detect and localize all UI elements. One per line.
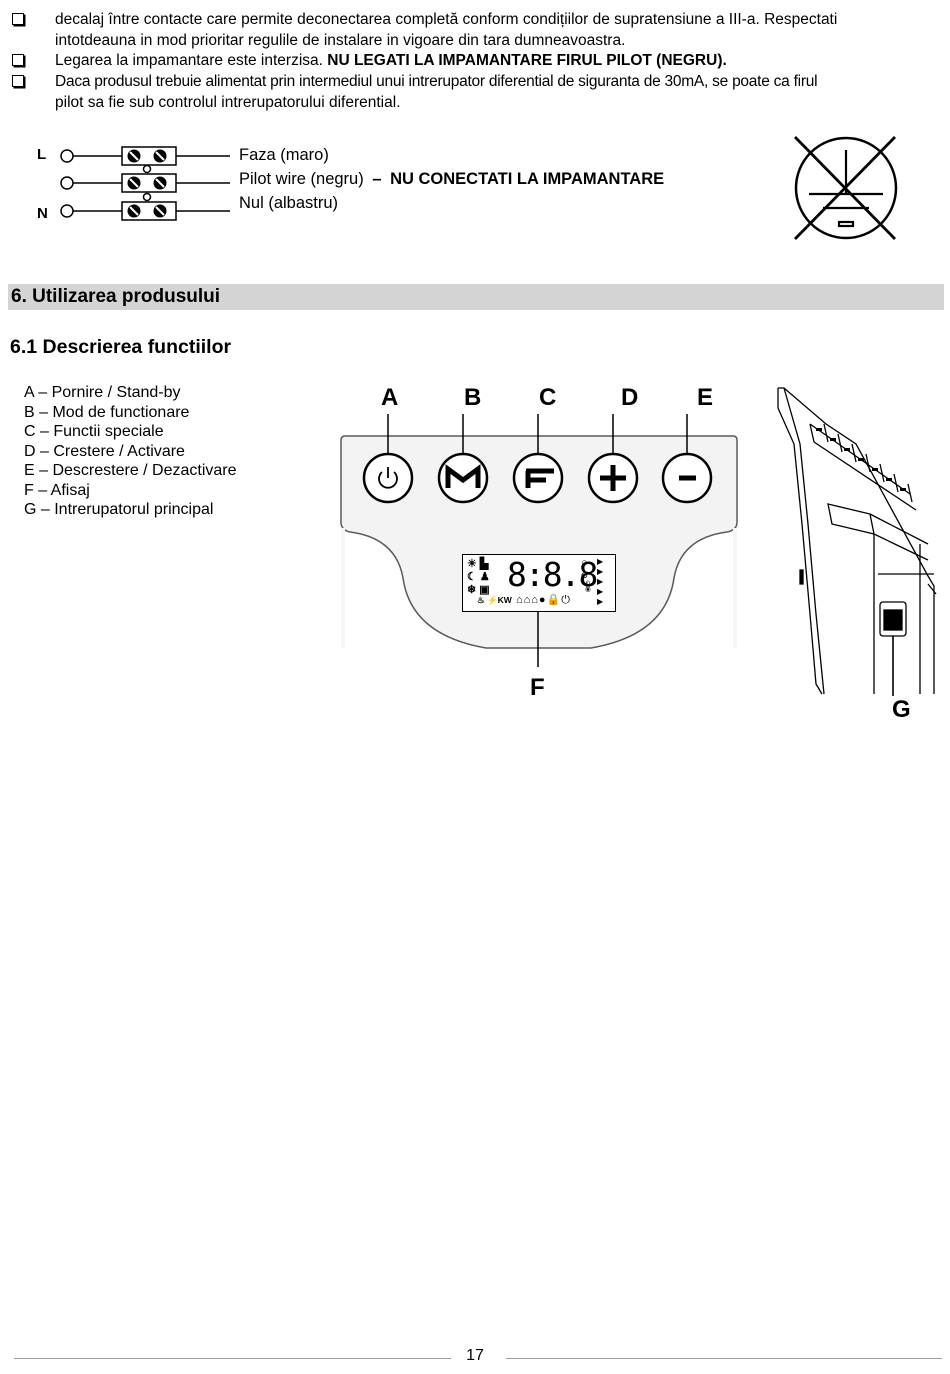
control-panel [340,414,738,667]
no-ground-icon [794,136,898,240]
subsection-heading: 6.1 Descrierea functiilor [10,336,232,358]
wire-pilot-warning: NU CONECTATI LA IMPAMANTARE [390,170,665,188]
label-g: G [892,696,911,723]
checkbox-bullet-icon [12,54,24,66]
lcd-display: ☀ ▙☾ ♟❄ ▣ 8:8.8 ○⌀🌡 ▶▶▶▶▶ ♨ ⚡KW ⌂⌂⌂●🔒⏻ [462,554,616,612]
footer-rule-right [506,1358,942,1359]
wire-phase-label: Faza (maro) [239,146,329,164]
panel-buttons [362,452,713,504]
heater-side-view [777,387,937,696]
label-a: A [381,384,399,411]
label-d: D [621,384,639,411]
legend-item: E – Descrestere / Dezactivare [24,462,237,479]
label-f: F [530,674,545,701]
legend-item: B – Mod de functionare [24,403,190,421]
legend-item: D – Crestere / Activare [24,442,185,460]
legend-item: F – Afisaj [24,481,90,499]
legend-item: A – Pornire / Stand-by [24,384,181,401]
legend-item: C – Functii speciale [24,423,164,440]
bullet-2-line-1: Legarea la impamantare este interzisa. N… [55,52,727,69]
lcd-status-icons: ⌂⌂⌂●🔒⏻ [516,594,571,606]
page-footer: 17 [0,1345,950,1367]
bullet-3-line-2: pilot sa fie sub controlul intrerupatoru… [55,94,401,111]
label-e: E [697,384,714,411]
lcd-icons-right: ○⌀🌡 [581,557,595,593]
function-legend: A – Pornire / Stand-by B – Mod de functi… [24,383,237,520]
wire-neutral-label: Nul (albastru) [239,194,339,212]
terminal-n-label: N [37,205,48,222]
bullet-1-line-2: intotdeauna in mod prioritar regulile de… [55,32,626,49]
lcd-icons-left: ☀ ▙☾ ♟❄ ▣ [467,558,490,596]
lcd-digits: 8:8.8 [507,555,598,594]
section-heading: 6. Utilizarea produsului [8,284,944,310]
bullet-3-line-1: Daca produsul trebuie alimentat prin int… [55,73,818,90]
lcd-power-unit: ♨ ⚡KW [477,595,512,605]
footer-rule-left [14,1358,451,1359]
checkbox-bullet-icon [12,75,24,87]
wire-pilot-row: Pilot wire (negru) – NU CONECTATI LA IMP… [239,170,664,189]
terminal-block-icon [60,146,230,221]
label-b: B [464,384,482,411]
lcd-arrows: ▶▶▶▶▶ [597,557,604,606]
page-number: 17 [466,1347,484,1364]
wire-pilot-label: Pilot wire (negru) [239,170,364,188]
bullet-2-warning: NU LEGATI LA IMPAMANTARE FIRUL PILOT (NE… [327,52,727,69]
legend-item: G – Intrerupatorul principal [24,501,214,518]
terminal-l-label: L [37,146,47,163]
bullet-1-line-1: decalaj între contacte care permite deco… [55,11,838,28]
checkbox-bullet-icon [12,13,24,25]
wire-pilot-separator: – [372,170,382,188]
label-c: C [539,384,557,411]
